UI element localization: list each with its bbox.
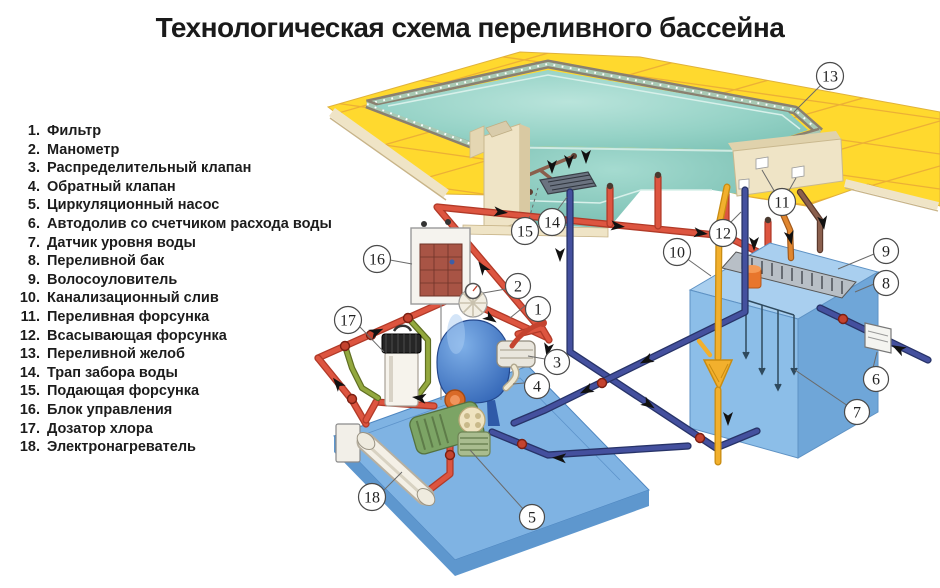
control-unit (410, 219, 471, 400)
svg-text:5: 5 (528, 510, 536, 527)
check-valve (502, 363, 520, 392)
legend-list: 1.Фильтр 2.Манометр 3.Распределительный … (14, 122, 332, 457)
legend-item-9: 9.Волосоуловитель (27, 271, 178, 288)
legend-item-3: 3.Распределительный клапан (27, 160, 252, 177)
svg-text:13: 13 (822, 69, 838, 86)
autofill-meter (837, 313, 892, 354)
legend-item-14: 14.Трап забора воды (19, 364, 178, 381)
svg-text:10: 10 (669, 245, 685, 262)
svg-text:14: 14 (544, 215, 560, 232)
callout-15: 15 (510, 216, 540, 246)
chlorine-doser (339, 312, 432, 407)
callout-1: 1 (524, 295, 552, 323)
svg-text:9: 9 (882, 244, 890, 261)
callout-6: 6 (862, 365, 890, 393)
callout-8: 8 (872, 269, 900, 297)
water-level-sensor (742, 299, 798, 392)
legend-item-13: 13.Переливной желоб (19, 346, 185, 363)
callout-12: 12 (708, 218, 738, 248)
svg-text:7: 7 (853, 405, 861, 422)
suction-nozzle-opening (738, 178, 750, 190)
legend-item-16: 16.Блок управления (19, 401, 173, 418)
electric-heater (335, 423, 436, 506)
legend-item-15: 15.Подающая форсунка (19, 383, 200, 400)
callout-3: 3 (543, 348, 571, 376)
legend-item-12: 12.Всасывающая форсунка (19, 327, 227, 344)
callout-16: 16 (362, 244, 392, 274)
callout-18: 18 (357, 482, 387, 512)
manometer (458, 282, 488, 318)
legend-item-18: 18.Электронагреватель (19, 439, 196, 456)
svg-text:11: 11 (774, 195, 789, 212)
callout-13: 13 (815, 61, 845, 91)
svg-text:6: 6 (872, 372, 880, 389)
callout-10: 10 (662, 237, 692, 267)
svg-text:3: 3 (553, 355, 561, 372)
svg-text:4: 4 (533, 379, 541, 396)
water-intake-trap (539, 171, 597, 195)
callout-9: 9 (872, 237, 900, 265)
legend-item-17: 17.Дозатор хлора (19, 420, 153, 437)
callout-2: 2 (504, 272, 532, 300)
overflow-nozzle-opening (755, 156, 769, 170)
svg-text:17: 17 (340, 313, 356, 330)
callout-leaders (359, 83, 878, 511)
callout-7: 7 (843, 398, 871, 426)
multiport-valve (496, 319, 547, 368)
svg-text:12: 12 (715, 226, 731, 243)
legend-item-10: 10.Канализационный слив (19, 290, 219, 307)
callout-4: 4 (523, 372, 551, 400)
svg-text:18: 18 (364, 490, 380, 507)
svg-text:2: 2 (514, 279, 522, 296)
callout-14: 14 (537, 207, 567, 237)
svg-text:16: 16 (369, 252, 385, 269)
legend-item-11: 11.Переливная форсунка (20, 308, 210, 325)
overflow-nozzle-opening (791, 165, 805, 179)
callout-11: 11 (767, 187, 797, 217)
legend-item-2: 2.Манометр (27, 141, 120, 158)
callout-5: 5 (518, 503, 546, 531)
callout-17: 17 (333, 305, 363, 335)
page-title: Технологическая схема переливного бассей… (155, 12, 785, 43)
svg-text:8: 8 (882, 276, 890, 293)
svg-text:1: 1 (534, 302, 542, 319)
legend-item-7: 7.Датчик уровня воды (27, 234, 196, 251)
circulation-pump (409, 389, 491, 457)
legend-item-6: 6.Автодолив со счетчиком расхода воды (27, 215, 332, 232)
legend-item-5: 5.Циркуляционный насос (27, 197, 220, 214)
svg-text:15: 15 (517, 224, 533, 241)
legend-item-4: 4.Обратный клапан (27, 178, 176, 195)
legend-item-8: 8.Переливной бак (27, 253, 165, 270)
equipment-pad (333, 365, 650, 576)
legend-item-1: 1.Фильтр (27, 123, 102, 139)
